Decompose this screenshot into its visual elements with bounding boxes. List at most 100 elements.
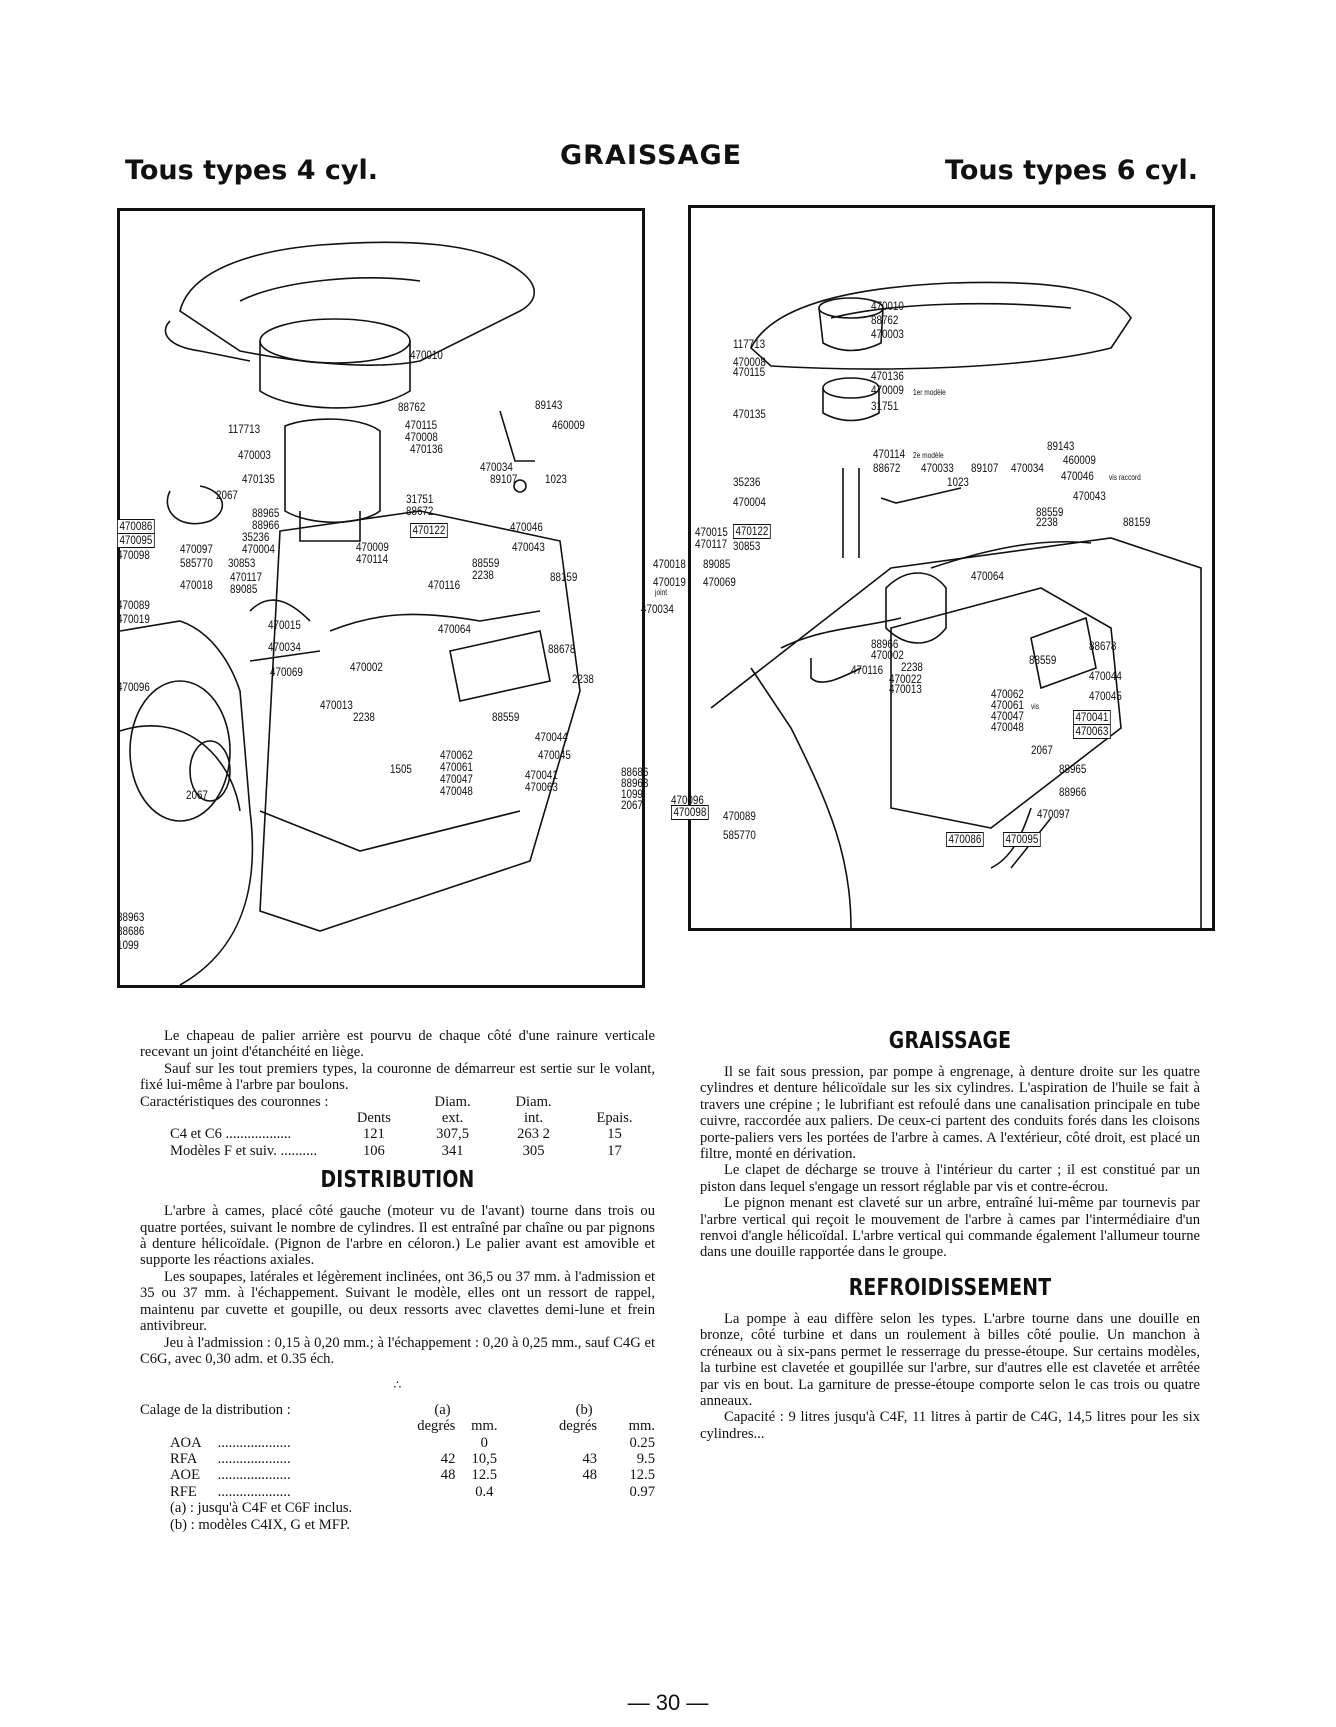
- part-label: 470044: [535, 730, 568, 744]
- part-label: 470003: [238, 448, 271, 462]
- part-label: 88686: [117, 924, 145, 938]
- part-label: 470004: [242, 542, 275, 556]
- part-label: 31751: [871, 399, 899, 413]
- part-label: 470135: [733, 407, 766, 421]
- timing-header-b: (b): [575, 1401, 593, 1418]
- table-cell: 17: [607, 1142, 622, 1159]
- part-label: 470115: [733, 365, 766, 379]
- part-label: 470043: [1073, 489, 1106, 503]
- part-label: 470009: [356, 540, 389, 554]
- timing-table: Calage de la distribution : (a) (b) degr…: [140, 1402, 655, 1500]
- part-label: 470010: [410, 348, 443, 362]
- part-label: 88672: [406, 504, 434, 518]
- part-label: 470046: [510, 520, 543, 534]
- table-cell: 307,5: [436, 1126, 469, 1143]
- part-label: 88678: [548, 642, 576, 656]
- part-label: 88762: [871, 313, 899, 327]
- part-label: 470048: [440, 784, 473, 798]
- part-label: 30853: [733, 539, 761, 553]
- part-label: 1023: [947, 475, 969, 489]
- table-cell: 9.5: [636, 1450, 655, 1467]
- part-note: 2e modèle: [913, 451, 944, 460]
- diagram-4cyl: 470010 88762 89143 460009 470115 470008 …: [117, 208, 645, 988]
- part-label: 88159: [550, 570, 578, 584]
- part-label: 88159: [1123, 515, 1151, 529]
- part-label: 470089: [723, 809, 756, 823]
- part-label: 585770: [723, 828, 756, 842]
- paragraph: Il se fait sous pression, par pompe à en…: [700, 1064, 1200, 1163]
- table-cell: 121: [362, 1126, 385, 1143]
- part-label: 470013: [320, 698, 353, 712]
- part-label: 470116: [428, 578, 461, 592]
- part-label: 470002: [871, 648, 904, 662]
- timing-unit: mm.: [628, 1418, 655, 1435]
- part-label-boxed: 470098: [671, 805, 709, 820]
- table-cell: 12.5: [471, 1467, 498, 1484]
- timing-unit: mm.: [471, 1418, 498, 1435]
- crown-header: int.: [524, 1110, 544, 1127]
- crown-header: Dents: [356, 1110, 391, 1127]
- part-label: 1505: [390, 762, 412, 776]
- part-note: vis: [1031, 702, 1040, 711]
- leader-dots: ....................: [217, 1467, 291, 1484]
- part-label: 2238: [1036, 515, 1058, 529]
- part-note: 1er modèle: [913, 388, 946, 397]
- timing-label: RFE: [170, 1483, 197, 1500]
- part-label: 1099: [117, 938, 139, 952]
- part-label: 88559: [492, 710, 520, 724]
- part-label: 470114: [873, 447, 906, 461]
- left-column: Le chapeau de palier arrière est pourvu …: [140, 1028, 655, 1533]
- table-cell: [372, 1484, 456, 1500]
- part-note: joint: [655, 588, 668, 597]
- crown-row-label: C4 et C6 ..................: [170, 1126, 292, 1143]
- table-cell: [372, 1435, 456, 1451]
- part-label: 1023: [545, 472, 567, 486]
- crown-header: ext.: [441, 1110, 464, 1127]
- table-cell: 0: [480, 1434, 488, 1451]
- part-label: 470045: [538, 748, 571, 762]
- section-title-refroidissement: REFROIDISSEMENT: [848, 1274, 1052, 1301]
- part-label: 470002: [350, 660, 383, 674]
- part-label: 470069: [270, 665, 303, 679]
- diagram-6cyl: 470010 88762 470003 117713 470008 470115…: [621, 205, 1215, 931]
- part-label: 470018: [653, 557, 686, 571]
- part-label: 1099: [621, 787, 643, 801]
- part-label-boxed: 470095: [1003, 832, 1041, 847]
- table-row: RFE .................... 0.4 0.97: [140, 1484, 655, 1500]
- footnote: (a) : jusqu'à C4F et C6F inclus.: [170, 1500, 353, 1517]
- table-cell: 48: [440, 1467, 456, 1484]
- part-label: 585770: [180, 556, 213, 570]
- part-label: 2067: [1031, 743, 1053, 757]
- part-label: 470015: [268, 618, 301, 632]
- part-label: 470048: [991, 720, 1024, 734]
- part-label: 470136: [871, 369, 904, 383]
- part-label: 470089: [117, 598, 150, 612]
- part-label: 470010: [871, 299, 904, 313]
- page-number: — 30 —: [627, 1690, 709, 1715]
- part-label: 460009: [552, 418, 585, 432]
- part-label: 470046: [1061, 469, 1094, 483]
- part-label: 470114: [356, 552, 389, 566]
- paragraph: Le pignon menant est claveté sur un arbr…: [700, 1195, 1200, 1261]
- part-label: 89143: [1047, 439, 1075, 453]
- part-label: 35236: [733, 475, 761, 489]
- part-label: 470008: [733, 355, 766, 369]
- table-cell: 43: [582, 1450, 598, 1467]
- part-label: 88966: [871, 637, 899, 651]
- crown-table-title: Caractéristiques des couronnes :: [140, 1093, 329, 1110]
- timing-label: AOE: [170, 1467, 200, 1484]
- table-cell: 15: [607, 1126, 622, 1143]
- part-label-boxed: 470122: [733, 524, 771, 539]
- paragraph: Jeu à l'admission : 0,15 à 0,20 mm.; à l…: [140, 1334, 655, 1367]
- part-label: 470135: [242, 472, 275, 486]
- part-label-boxed: 470063: [1073, 724, 1111, 739]
- section-title-distribution: DISTRIBUTION: [320, 1167, 475, 1194]
- footnote: (b) : modèles C4IX, G et MFP.: [170, 1516, 350, 1533]
- part-label: 470033: [921, 461, 954, 475]
- part-label: 88559: [472, 556, 500, 570]
- part-label: 117713: [228, 422, 261, 436]
- table-cell: 10,5: [471, 1450, 498, 1467]
- paragraph: Capacité : 9 litres jusqu'à C4F, 11 litr…: [700, 1409, 1200, 1442]
- table-cell: 305: [522, 1142, 545, 1159]
- part-label: 470064: [971, 569, 1004, 583]
